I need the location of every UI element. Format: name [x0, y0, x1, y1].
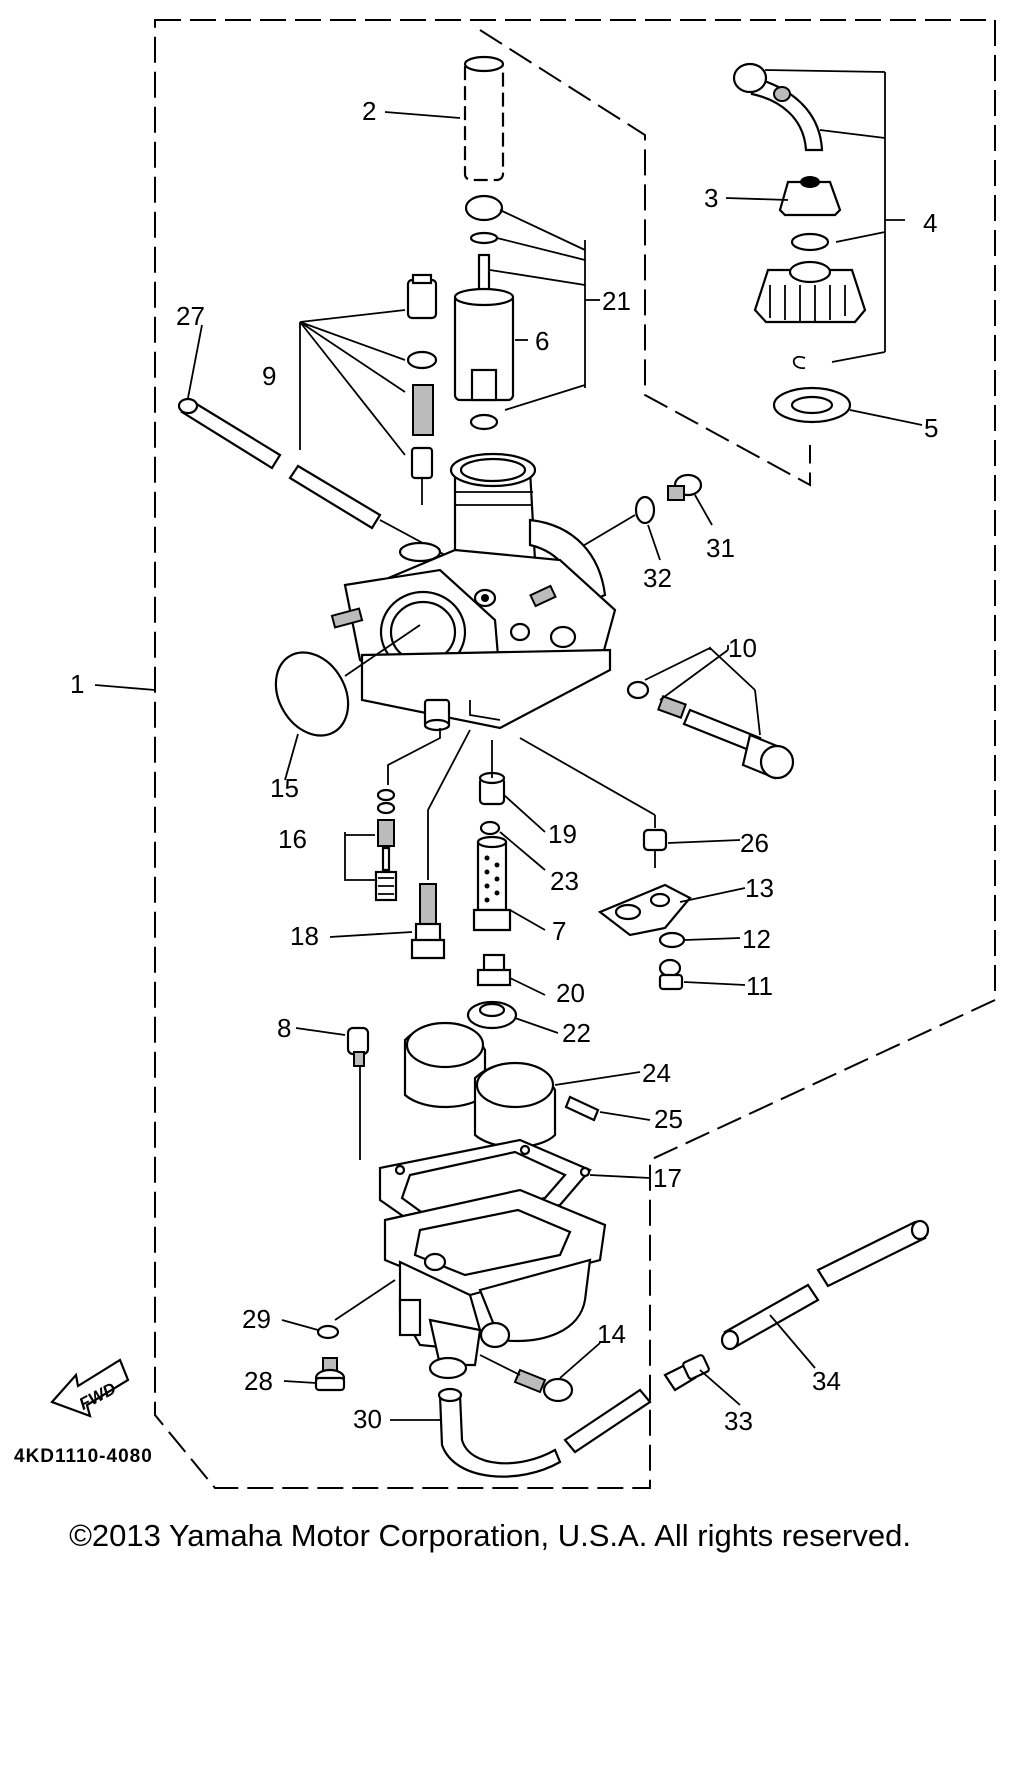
callout-24: 24 — [642, 1058, 671, 1088]
callout-17: 17 — [653, 1163, 682, 1193]
callout-19: 19 — [548, 819, 577, 849]
part-22-washer — [466, 1000, 518, 1030]
callout-18: 18 — [290, 921, 319, 951]
part-12-washer — [658, 931, 686, 949]
callout-11: 11 — [746, 971, 773, 1001]
callout-9: 9 — [262, 361, 276, 391]
part-1-carburetor-body — [330, 452, 617, 732]
callout-25: 25 — [654, 1104, 683, 1134]
callout-27: 27 — [176, 301, 205, 331]
callout-34: 34 — [812, 1366, 841, 1396]
callout-14: 14 — [597, 1319, 626, 1349]
callout-31: 31 — [706, 533, 735, 563]
float-bowl — [383, 1188, 607, 1380]
part-34-hose — [720, 1219, 930, 1351]
callout-2: 2 — [362, 96, 376, 126]
callout-29: 29 — [242, 1304, 271, 1334]
callout-26: 26 — [740, 828, 769, 858]
callout-15: 15 — [270, 773, 299, 803]
part-32-washer — [634, 495, 656, 525]
part-21-throttle-valve — [453, 194, 515, 431]
callout-12: 12 — [742, 924, 771, 954]
part-3-starter-cap — [778, 176, 842, 217]
part-18-pilot-jet — [410, 883, 446, 960]
carburetor-exploded-diagram: FWD 4KD1110-4080 1 2 3 4 5 6 7 8 9 10 11… — [14, 19, 996, 1489]
callout-23: 23 — [550, 866, 579, 896]
part-23-o-ring — [479, 820, 501, 836]
callout-33: 33 — [724, 1406, 753, 1436]
part-31-screw — [667, 473, 703, 501]
part-15-o-ring — [274, 651, 350, 737]
part-5-washer — [772, 386, 852, 424]
callout-20: 20 — [556, 978, 585, 1008]
part-27-vent-tube — [177, 397, 382, 530]
part-8-screw — [346, 1026, 370, 1067]
top-assembly-boundary — [479, 29, 811, 487]
callout-22: 22 — [562, 1018, 591, 1048]
part-11-screw — [658, 958, 684, 991]
part-14-screw — [513, 1368, 574, 1403]
callout-5: 5 — [924, 413, 938, 443]
callout-1: 1 — [70, 669, 84, 699]
copyright-notice: ©2013 Yamaha Motor Corporation, U.S.A. A… — [69, 1518, 911, 1553]
part-26-screw — [642, 828, 668, 868]
callout-21: 21 — [602, 286, 631, 316]
part-2-boot — [463, 55, 505, 182]
callout-8: 8 — [277, 1013, 291, 1043]
fwd-arrow-icon: FWD — [50, 1358, 130, 1418]
callout-28: 28 — [244, 1366, 273, 1396]
callout-6: 6 — [535, 326, 549, 356]
callout-13: 13 — [745, 873, 774, 903]
part-9-pilot-screw — [406, 273, 438, 505]
part-16-needle-valve — [374, 788, 398, 902]
assembly-boundary — [154, 19, 996, 1489]
part-17-gasket — [378, 1138, 592, 1237]
part-25-float-pin — [564, 1095, 600, 1122]
callout-7: 7 — [552, 916, 566, 946]
part-10-throttle-stop-screw — [626, 680, 795, 780]
callout-16: 16 — [278, 824, 307, 854]
callout-32: 32 — [643, 563, 672, 593]
part-13-gasket — [597, 883, 692, 937]
part-24-float — [403, 1021, 557, 1149]
callout-4: 4 — [923, 208, 937, 238]
drawing-code: 4KD1110-4080 — [14, 1446, 153, 1467]
callout-10: 10 — [728, 633, 757, 663]
part-29-washer — [316, 1324, 340, 1340]
part-30-drain-hose — [437, 1387, 652, 1478]
part-4-starter-plunger — [732, 62, 824, 152]
callout-3: 3 — [704, 183, 718, 213]
callout-30: 30 — [353, 1404, 382, 1434]
part-28-drain-screw — [314, 1357, 346, 1392]
part-4-starter-nut — [753, 260, 867, 324]
part-7-needle-jet — [472, 835, 512, 932]
part-20-main-jet — [476, 953, 512, 987]
